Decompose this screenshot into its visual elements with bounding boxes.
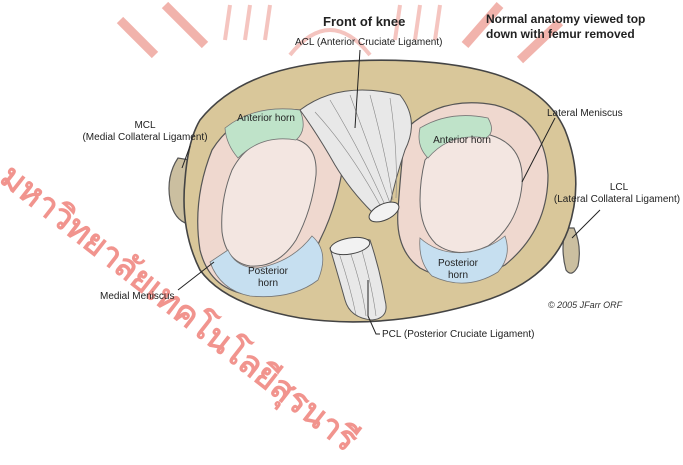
label-lcl-full: (Lateral Collateral Ligament) <box>551 194 683 206</box>
label-mcl-abbr: MCL <box>70 120 220 132</box>
label-mcl: MCL (Medial Collateral Ligament) <box>70 120 220 144</box>
tibial-plateau-illustration <box>0 0 683 341</box>
label-medial-meniscus: Medial Meniscus <box>100 291 174 303</box>
label-medial-anterior-horn: Anterior horn <box>236 113 296 125</box>
label-lcl: LCL (Lateral Collateral Ligament) <box>555 182 683 206</box>
label-lateral-meniscus: Lateral Meniscus <box>547 108 623 120</box>
label-acl: ACL (Anterior Cruciate Ligament) <box>295 37 442 49</box>
label-lcl-abbr: LCL <box>555 182 683 194</box>
label-pcl: PCL (Posterior Cruciate Ligament) <box>382 329 534 341</box>
copyright-credit: © 2005 JFarr ORF <box>548 300 622 310</box>
label-medial-posterior-horn: Posterior horn <box>238 266 298 290</box>
label-lateral-anterior-horn: Anterior horn <box>432 135 492 147</box>
knee-diagram: มหาวิทยาลัยเทคโนโลยีสุรนารี Front of kne… <box>0 0 683 341</box>
heading-front-of-knee: Front of knee <box>323 14 405 29</box>
label-mcl-full: (Medial Collateral Ligament) <box>70 132 220 144</box>
label-lateral-posterior-horn: Posterior horn <box>428 258 488 282</box>
diagram-subtitle: Normal anatomy viewed top down with femu… <box>486 12 676 42</box>
